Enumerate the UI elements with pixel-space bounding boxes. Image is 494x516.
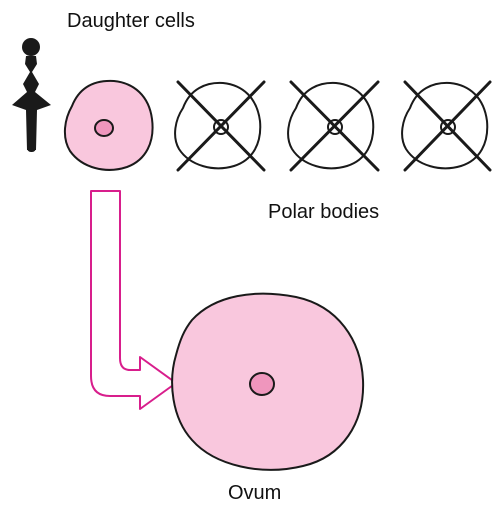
polar-body-1 <box>175 82 264 170</box>
ovum-nucleus <box>250 373 274 395</box>
development-arrow <box>91 191 176 409</box>
daughter-cell-nucleus <box>95 120 113 136</box>
polar-body-2 <box>288 82 378 170</box>
daughter-cell <box>65 81 153 170</box>
ovum <box>172 294 363 470</box>
female-figure-icon <box>12 38 51 152</box>
polar-body-3 <box>402 82 490 170</box>
